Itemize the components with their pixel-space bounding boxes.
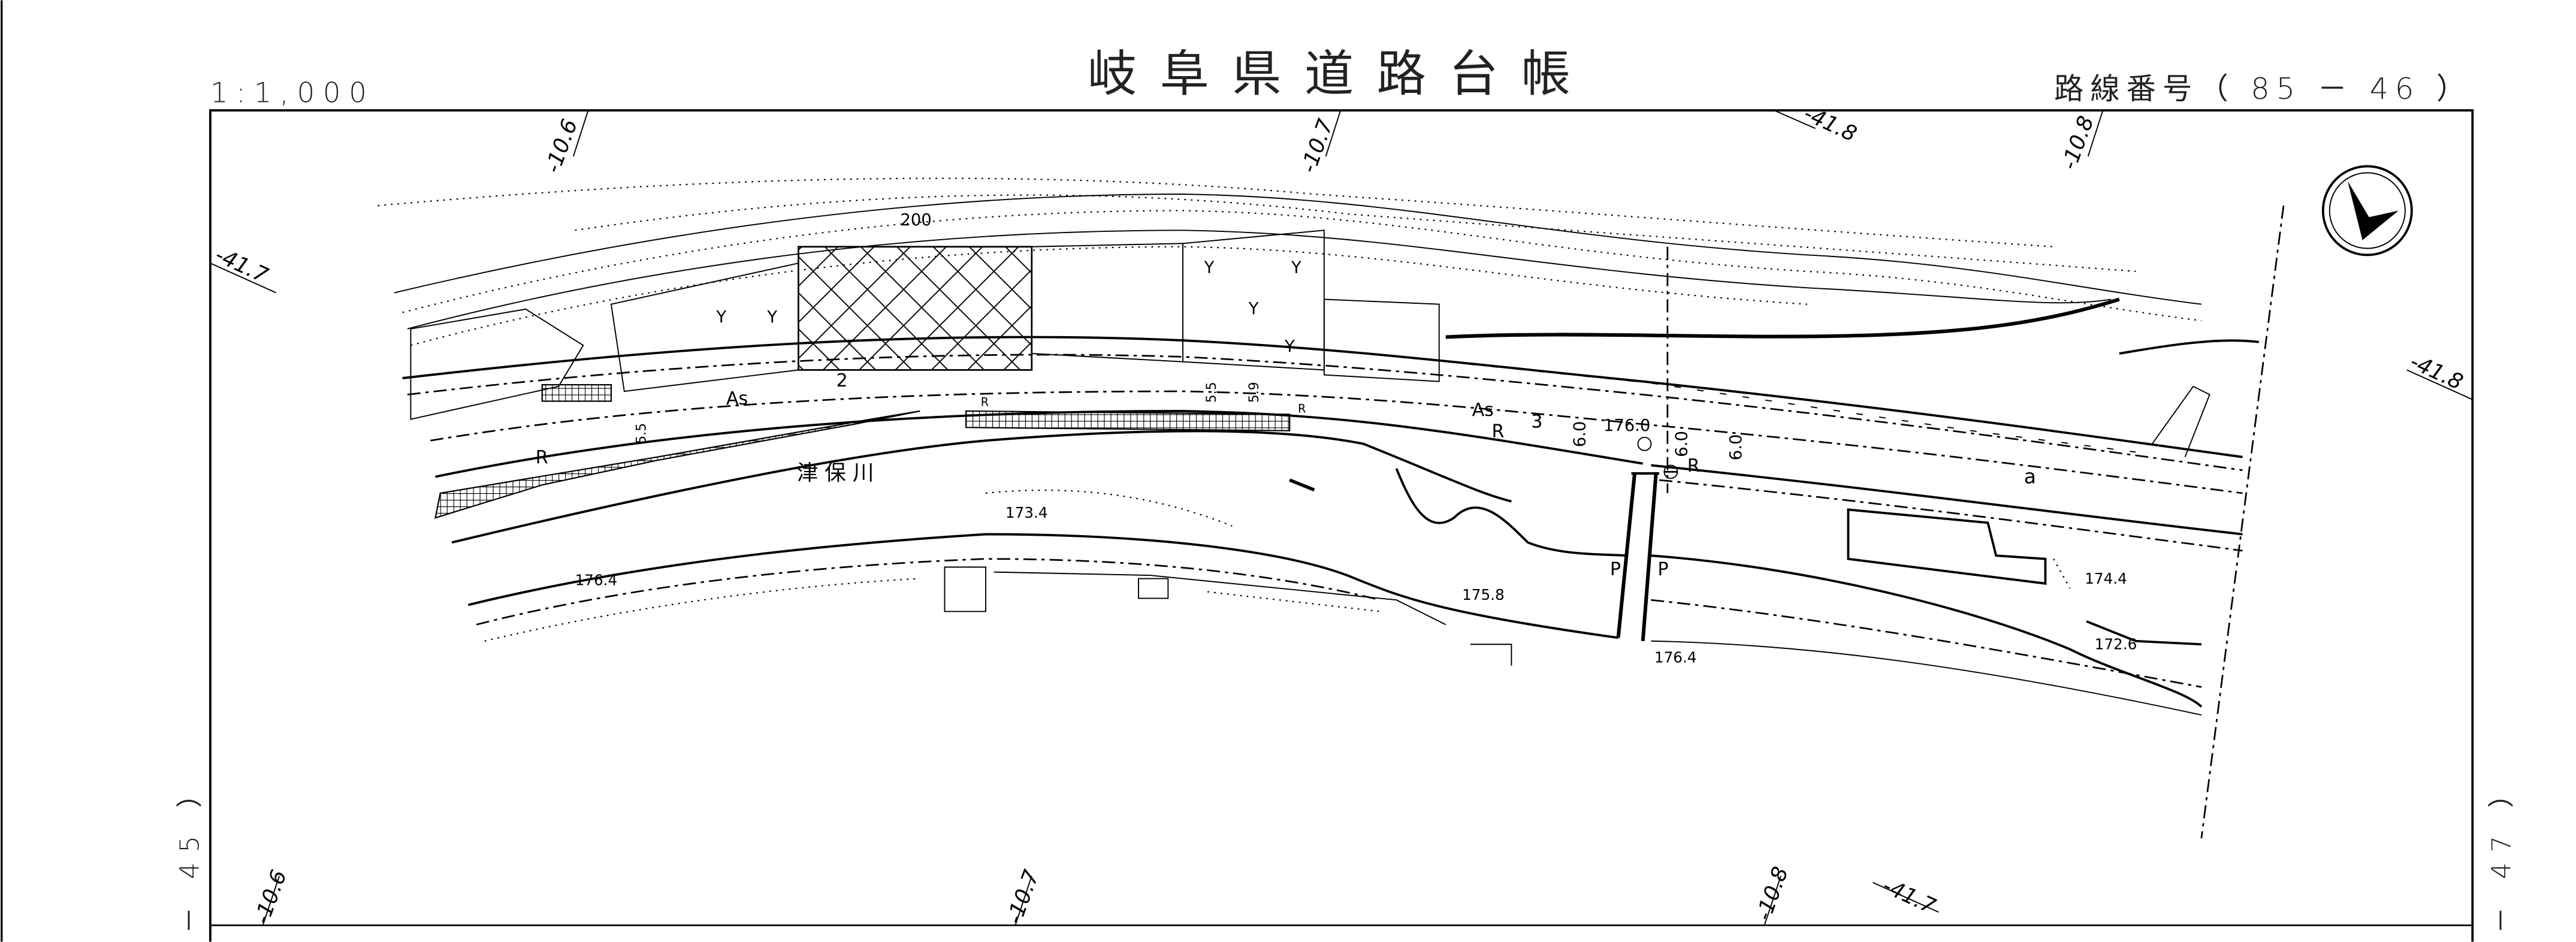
bridge-pier-label: P bbox=[1610, 559, 1621, 580]
road-r-label: R bbox=[1491, 421, 1504, 442]
width-label: 5.5 bbox=[634, 423, 649, 444]
land-use-y: Y bbox=[1291, 259, 1301, 277]
grid-label-right: -41.8 bbox=[2406, 349, 2467, 395]
map-frame bbox=[209, 109, 2474, 942]
river-name: 津保川 bbox=[797, 461, 881, 485]
adjacent-sheet-left: － 45 ） bbox=[175, 772, 206, 934]
width-label: 6.0 bbox=[1673, 431, 1692, 457]
elevation-label: 175.8 bbox=[1462, 586, 1505, 603]
width-label: 5.9 bbox=[1247, 382, 1262, 403]
road-r-label: R bbox=[981, 395, 989, 409]
elevation-label: 176.4 bbox=[575, 572, 618, 589]
grid-label-bottom: -41.7 bbox=[1879, 874, 1939, 919]
south-bank-structures bbox=[944, 508, 2201, 666]
land-parcels bbox=[410, 230, 1440, 420]
land-use-y: Y bbox=[766, 308, 777, 327]
bridge-pier-label: P bbox=[1657, 559, 1668, 580]
road-r-label: R bbox=[536, 448, 548, 469]
bridge bbox=[1616, 472, 1660, 642]
width-label: 6.0 bbox=[1727, 434, 1745, 461]
land-use-y: Y bbox=[1248, 300, 1259, 318]
grid-label-bottom: -10.6 bbox=[250, 867, 292, 928]
contour-label: 200 bbox=[900, 211, 931, 230]
contour-lines bbox=[378, 177, 2260, 355]
station-label: 3 bbox=[1531, 411, 1542, 432]
grid-ticks: -10.6 -10.7 -41.8 -10.8 -41.7 -41.8 -10.… bbox=[210, 101, 2473, 928]
north-arrow-icon bbox=[2321, 165, 2413, 256]
grid-label-top: -41.8 bbox=[1800, 101, 1861, 147]
road bbox=[402, 206, 2285, 838]
elevation-labels: 173.4 176.4 175.8 176.4 174.4 172.6 bbox=[575, 504, 2137, 666]
land-use-y: Y bbox=[1204, 259, 1215, 277]
adjacent-sheet-right: － 47 ） bbox=[2486, 772, 2517, 934]
elevation-label: 176.0 bbox=[1603, 416, 1650, 435]
road-r-label: R bbox=[1687, 455, 1700, 476]
grid-label-left: -41.7 bbox=[212, 243, 272, 288]
symbol-label: a bbox=[2024, 465, 2036, 488]
elevation-label: 173.4 bbox=[1005, 504, 1048, 521]
river bbox=[451, 430, 2203, 716]
route-number: 路線番号（ 85 － 46 ） bbox=[2054, 71, 2472, 106]
grid-label-top: -10.7 bbox=[1296, 116, 1338, 176]
road-r-label: R bbox=[1298, 402, 1306, 416]
grid-label-bottom: -10.7 bbox=[1002, 866, 1044, 927]
elevation-label: 174.4 bbox=[2085, 570, 2127, 587]
width-label: 6.0 bbox=[1571, 421, 1590, 448]
pavement-label: As bbox=[726, 388, 748, 409]
station-label: 2 bbox=[836, 370, 848, 391]
width-label: 5.5 bbox=[1204, 382, 1219, 403]
map-scale: 1:1,000 bbox=[210, 76, 375, 108]
road-labels: As 2 R R R As 3 R R 5.5 5.5 5.9 6.0 6.0 … bbox=[536, 370, 2036, 488]
elevation-label: 176.4 bbox=[1654, 648, 1697, 666]
grid-label-bottom: -10.8 bbox=[1751, 864, 1793, 924]
utility-symbols bbox=[1637, 436, 1678, 479]
land-use-y: Y bbox=[715, 308, 726, 327]
river-flow-arrow-icon bbox=[1289, 478, 1315, 492]
page-title: 岐阜県道路台帳 bbox=[1088, 46, 1593, 102]
pavement-label: As bbox=[1472, 400, 1494, 421]
